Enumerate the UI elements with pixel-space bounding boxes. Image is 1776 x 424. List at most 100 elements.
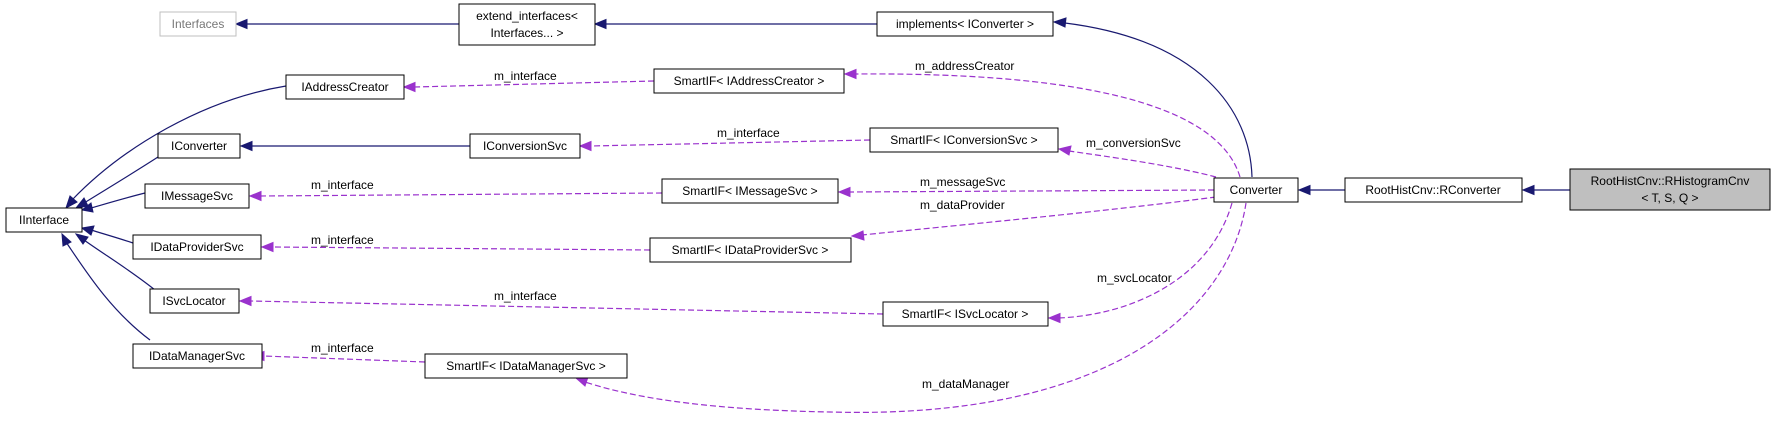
edge-converter-to-smartif-conversionsvc [1068, 150, 1217, 178]
node-isvclocator[interactable]: ISvcLocator [149, 288, 240, 314]
edge-smartif-messagesvc-to-imessagesvc [259, 192, 663, 197]
node-smartif-iconversionsvc[interactable]: SmartIF< IConversionSvc > [869, 127, 1059, 153]
label-m-addresscreator: m_addressCreator [915, 59, 1014, 73]
arrowhead [65, 195, 78, 210]
edge-smartif-addresscreator-to-iaddresscreator [413, 80, 655, 88]
arrowhead [238, 295, 252, 307]
node-label: extend_interfaces< [476, 9, 578, 23]
node-iinterface[interactable]: IInterface [5, 207, 83, 233]
label-m-interface-messagesvc: m_interface [311, 178, 374, 192]
edge-idatamanagersvc-to-iinterface [65, 241, 151, 341]
node-label: implements< IConverter > [896, 17, 1034, 31]
arrowhead [234, 18, 248, 30]
edge-labels: m_interface m_addressCreator m_interface… [311, 59, 1181, 391]
label-m-conversionsvc: m_conversionSvc [1086, 136, 1181, 150]
label-m-interface-dataprovidersvc: m_interface [311, 233, 374, 247]
label-m-datamanager: m_dataManager [922, 377, 1009, 391]
arrowhead [850, 230, 865, 241]
arrowhead [1297, 184, 1311, 196]
usage-edges [238, 68, 1247, 413]
node-label: IInterface [19, 213, 69, 227]
node-imessagesvc[interactable]: IMessageSvc [144, 183, 250, 209]
edge-converter-to-implements [1064, 22, 1253, 178]
node-smartif-imessagesvc[interactable]: SmartIF< IMessageSvc > [661, 178, 839, 204]
node-label: < T, S, Q > [1641, 191, 1698, 205]
edge-smartif-datamanagersvc-to-idatamanagersvc [262, 355, 426, 363]
arrowhead [74, 197, 89, 209]
node-interfaces[interactable]: Interfaces [159, 11, 237, 37]
node-label: SmartIF< ISvcLocator > [902, 307, 1029, 321]
node-implements-iconverter[interactable]: implements< IConverter > [876, 11, 1054, 37]
label-m-interface-addresscreator: m_interface [494, 69, 557, 83]
node-label: SmartIF< IDataProviderSvc > [672, 243, 829, 257]
edge-idataprovidersvc-to-iinterface [90, 229, 134, 244]
node-smartif-idatamanagersvc[interactable]: SmartIF< IDataManagerSvc > [424, 353, 628, 379]
arrowhead [61, 232, 72, 247]
label-m-interface-svclocator: m_interface [494, 289, 557, 303]
node-label: SmartIF< IMessageSvc > [682, 184, 817, 198]
arrowhead [80, 202, 94, 213]
node-label: IDataProviderSvc [150, 240, 243, 254]
arrowhead [260, 241, 274, 253]
node-smartif-iaddresscreator[interactable]: SmartIF< IAddressCreator > [653, 68, 845, 94]
node-label: IConversionSvc [483, 139, 567, 153]
edge-iconverter-to-iinterface [83, 156, 159, 204]
arrowhead [80, 225, 95, 236]
arrowhead [402, 81, 416, 93]
arrowhead [1047, 312, 1061, 324]
arrowhead [1521, 184, 1535, 196]
edge-smartif-conversionsvc-to-iconversionsvc [589, 139, 871, 147]
arrowhead [578, 140, 592, 152]
node-label: SmartIF< IDataManagerSvc > [446, 359, 605, 373]
arrowhead [248, 190, 262, 202]
label-m-interface-datamanagersvc: m_interface [311, 341, 374, 355]
node-label: IConverter [171, 139, 227, 153]
node-label: SmartIF< IConversionSvc > [890, 133, 1037, 147]
edge-converter-to-smartif-messagesvc [848, 189, 1215, 193]
edge-converter-to-smartif-svclocator [1058, 202, 1233, 319]
arrowhead [1057, 145, 1072, 156]
node-iconversionsvc[interactable]: IConversionSvc [469, 133, 581, 159]
node-label: ISvcLocator [162, 294, 225, 308]
arrowhead [843, 68, 857, 80]
arrowhead [837, 186, 851, 198]
label-m-svclocator: m_svcLocator [1097, 271, 1172, 285]
node-label: IAddressCreator [301, 80, 388, 94]
arrowhead [74, 233, 89, 245]
node-label: RootHistCnv::RConverter [1365, 183, 1500, 197]
edge-smartif-dataprovidersvc-to-idataprovidersvc [271, 246, 651, 251]
node-label: Interfaces [172, 17, 225, 31]
node-rhistogramcnv[interactable]: RootHistCnv::RHistogramCnv < T, S, Q > [1569, 168, 1771, 211]
inheritance-edges [61, 17, 1570, 341]
arrowhead [239, 140, 253, 152]
edge-converter-to-smartif-addresscreator [854, 73, 1241, 178]
arrowhead [593, 18, 607, 30]
nodes: Interfaces extend_interfaces< Interfaces… [5, 3, 1771, 379]
edge-converter-to-smartif-dataprovidersvc [861, 196, 1217, 236]
edge-imessagesvc-to-iinterface [90, 192, 146, 209]
edge-smartif-svclocator-to-isvclocator [249, 300, 884, 315]
node-label: SmartIF< IAddressCreator > [674, 74, 825, 88]
arrowhead [1052, 17, 1067, 28]
label-m-interface-conversionsvc: m_interface [717, 126, 780, 140]
node-converter[interactable]: Converter [1213, 177, 1299, 203]
node-label: IMessageSvc [161, 189, 233, 203]
node-idatamanagersvc[interactable]: IDataManagerSvc [132, 343, 263, 369]
edge-converter-to-smartif-datamanagersvc [584, 202, 1247, 413]
node-smartif-idataprovidersvc[interactable]: SmartIF< IDataProviderSvc > [649, 237, 852, 263]
node-idataprovidersvc[interactable]: IDataProviderSvc [132, 234, 262, 260]
node-iconverter[interactable]: IConverter [157, 133, 241, 159]
node-label: RootHistCnv::RHistogramCnv [1591, 174, 1750, 188]
node-label: Interfaces... > [490, 26, 563, 40]
edge-isvclocator-to-iinterface [83, 239, 156, 291]
node-extend-interfaces[interactable]: extend_interfaces< Interfaces... > [458, 3, 596, 46]
node-iaddresscreator[interactable]: IAddressCreator [285, 74, 405, 100]
label-m-messagesvc: m_messageSvc [920, 175, 1005, 189]
edge-iaddresscreator-to-iinterface [71, 85, 287, 201]
node-label: IDataManagerSvc [149, 349, 245, 363]
label-m-dataprovider: m_dataProvider [920, 198, 1005, 212]
node-label: Converter [1230, 183, 1283, 197]
node-smartif-isvclocator[interactable]: SmartIF< ISvcLocator > [882, 301, 1049, 327]
node-rconverter[interactable]: RootHistCnv::RConverter [1344, 177, 1523, 203]
